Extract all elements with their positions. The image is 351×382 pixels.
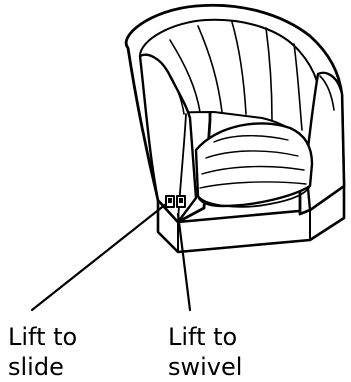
leader-line-swivel (176, 212, 192, 312)
label-lift-to-slide-line-1: Lift to (8, 323, 78, 351)
chair-left-arm (138, 53, 198, 224)
leader-line-slide (30, 202, 168, 312)
label-lift-to-swivel-line-1: Lift to (168, 323, 238, 351)
chair-seat-cushion (194, 122, 314, 208)
back-channel-seam (197, 25, 223, 113)
back-channel-seam (293, 43, 303, 131)
release-levers (165, 195, 186, 208)
seat-seam (205, 150, 299, 159)
label-lift-to-swivel-line-2: swivel (168, 353, 243, 381)
seat-seam (213, 135, 289, 143)
seat-seam (199, 181, 307, 189)
chair-base (156, 184, 346, 254)
label-lift-to-slide-line-2: slide (8, 353, 64, 381)
label-lift-to-swivel: Lift to swivel (168, 322, 242, 382)
back-channel-seam (265, 27, 273, 121)
back-channel-seam (169, 39, 201, 113)
label-lift-to-slide: Lift to slide (8, 322, 77, 382)
seat-seam (201, 165, 305, 175)
back-channel-seam (231, 21, 247, 115)
